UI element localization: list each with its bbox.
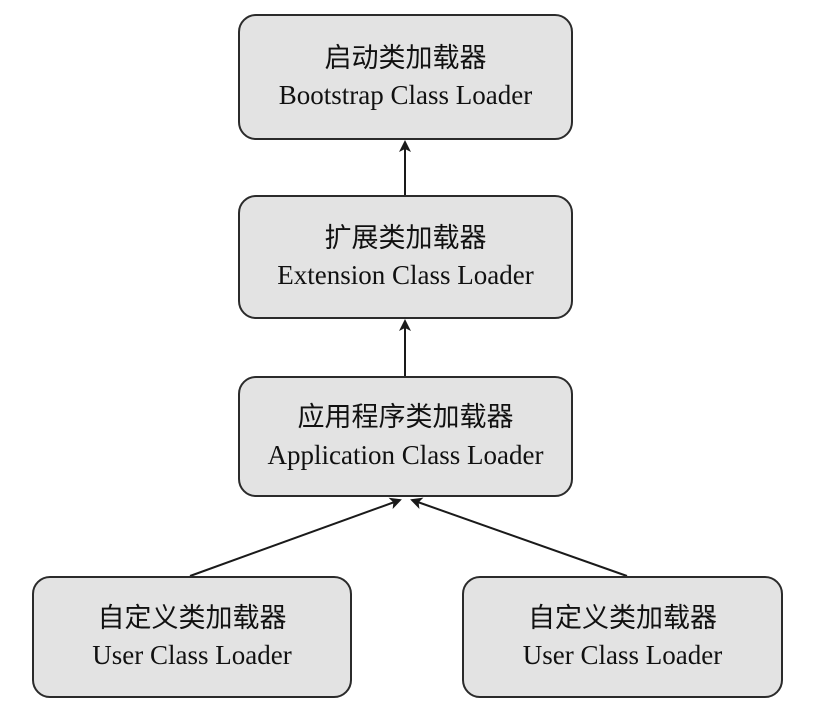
- arrow-user-left-to-application: [189, 497, 402, 577]
- user-class-loader-node-right: 自定义类加载器 User Class Loader: [462, 576, 783, 698]
- bootstrap-en-label: Bootstrap Class Loader: [278, 80, 533, 110]
- user-class-loader-node-left: 自定义类加载器 User Class Loader: [32, 576, 352, 698]
- bootstrap-class-loader-node: 启动类加载器 Bootstrap Class Loader: [238, 14, 573, 140]
- user-left-en-label: User Class Loader: [92, 640, 292, 670]
- extension-en-label: Extension Class Loader: [277, 260, 534, 290]
- extension-zh-label: 扩展类加载器: [324, 222, 487, 254]
- application-en-label: Application Class Loader: [267, 439, 544, 470]
- application-class-loader-node: 应用程序类加载器 Application Class Loader: [238, 376, 573, 497]
- user-left-zh-label: 自定义类加载器: [97, 602, 287, 634]
- user-right-zh-label: 自定义类加载器: [528, 602, 717, 634]
- extension-class-loader-node: 扩展类加载器 Extension Class Loader: [238, 195, 573, 319]
- user-right-en-label: User Class Loader: [522, 640, 723, 670]
- arrow-user-right-to-application: [410, 497, 628, 577]
- application-zh-label: 应用程序类加载器: [297, 402, 514, 434]
- bootstrap-zh-label: 启动类加载器: [324, 42, 487, 74]
